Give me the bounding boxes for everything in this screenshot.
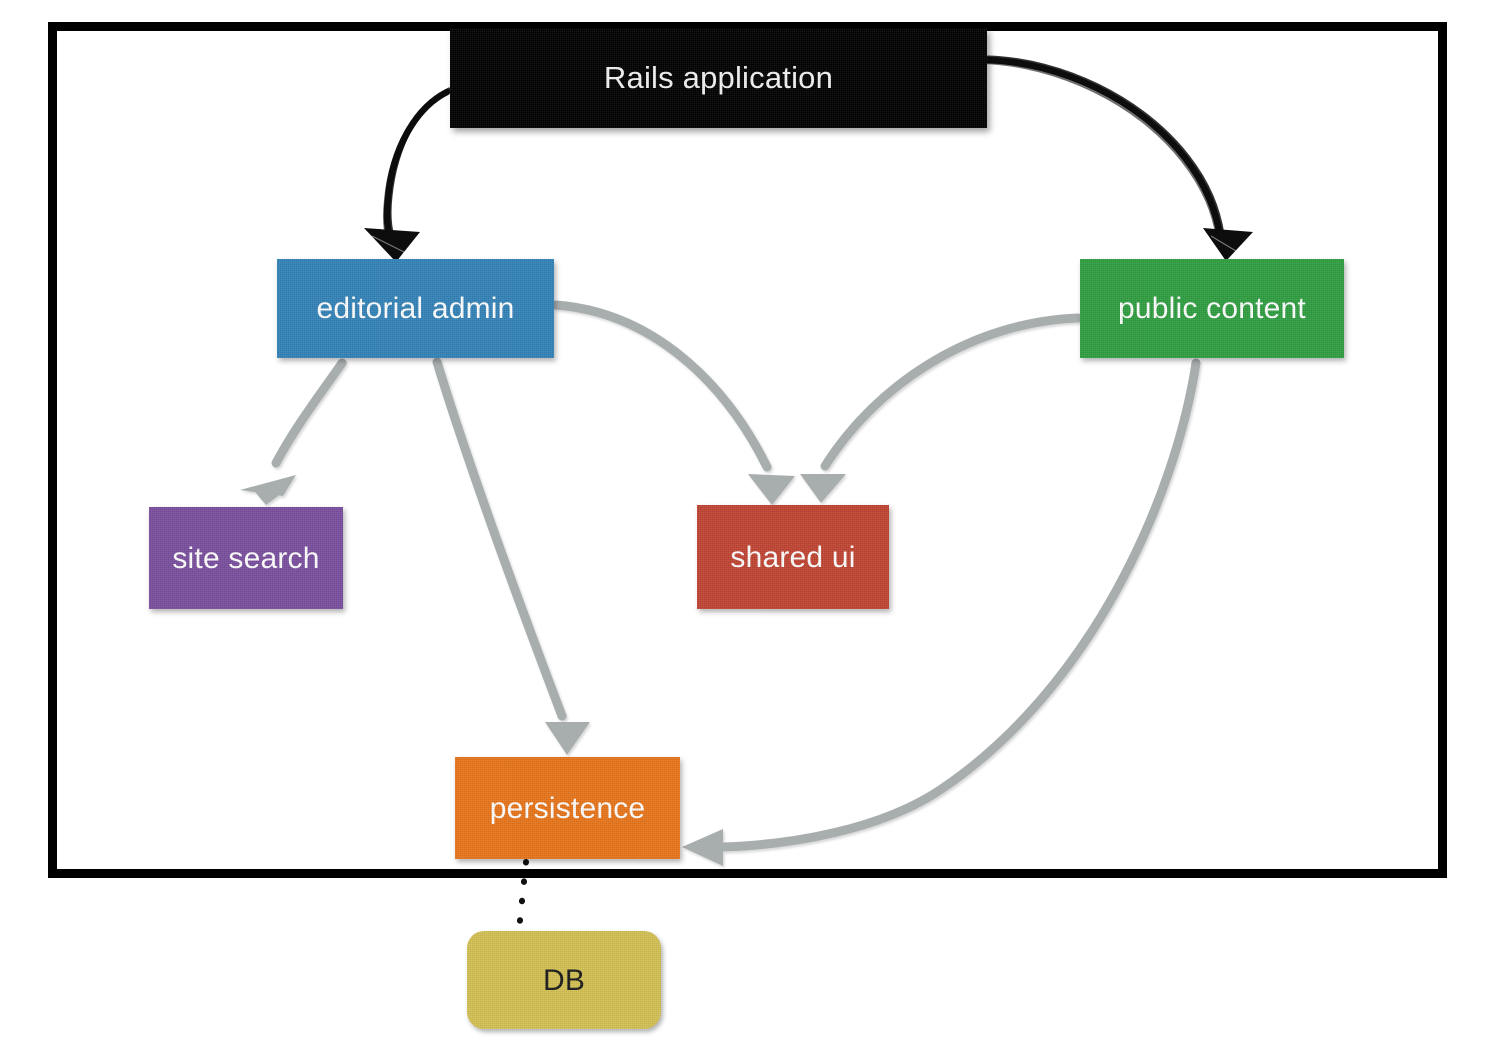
rails-application-boundary — [48, 22, 1447, 878]
node-persistence-label: persistence — [489, 791, 646, 825]
node-db-label: DB — [542, 963, 586, 997]
node-shared-ui-label: shared ui — [730, 540, 856, 574]
node-site-search-label: site search — [172, 541, 320, 575]
node-db[interactable]: DB — [467, 931, 661, 1029]
node-site-search[interactable]: site search — [149, 507, 343, 609]
node-persistence[interactable]: persistence — [455, 757, 680, 859]
node-public-content-label: public content — [1118, 292, 1306, 325]
node-rails-application-label: Rails application — [603, 59, 834, 95]
node-public-content[interactable]: public content — [1080, 259, 1344, 358]
node-editorial-admin-label: editorial admin — [316, 292, 515, 325]
node-rails-application[interactable]: Rails application — [450, 28, 987, 128]
node-shared-ui[interactable]: shared ui — [697, 505, 889, 609]
node-editorial-admin[interactable]: editorial admin — [277, 259, 554, 358]
